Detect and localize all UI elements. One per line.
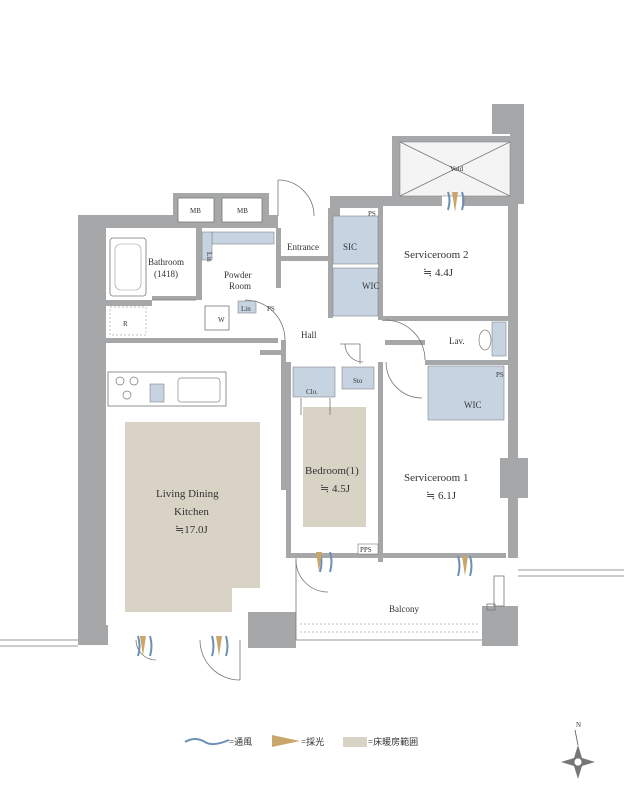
label-serviceroom-2-size: ≒ 4.4J: [423, 267, 454, 279]
doors[interactable]: [135, 179, 426, 681]
label-wic-1: WIC: [362, 281, 380, 291]
label-wic-2: WIC: [464, 400, 482, 410]
label-r: R: [123, 320, 128, 328]
label-pps: PPS: [360, 546, 372, 554]
label-ldk-1: Living Dining: [156, 488, 219, 500]
kitchen-appliance: [149, 383, 165, 403]
legend-daylight-icon: [272, 735, 300, 747]
bedroom-floor-heating-area: [303, 407, 366, 527]
label-bathroom: Bathroom: [148, 257, 184, 267]
label-powder-room-2: Room: [229, 281, 251, 291]
pps-box: [357, 543, 379, 555]
linen-shelf-2: [237, 300, 257, 314]
label-lin-1: Lin: [205, 252, 213, 262]
lavatory-fixture: [478, 321, 507, 357]
mb-box-2: [221, 197, 263, 223]
mb-box-1: [177, 197, 215, 223]
refrigerator-space: [109, 306, 147, 336]
ventilation-daylight-markers: [137, 191, 473, 657]
closet-clo[interactable]: [292, 366, 336, 398]
label-mb-2: MB: [237, 207, 248, 215]
label-balcony: Balcony: [389, 604, 419, 614]
label-serviceroom-2: Serviceroom 2: [404, 249, 468, 261]
label-lav: Lav.: [449, 336, 465, 346]
label-bathroom-size: (1418): [154, 269, 178, 279]
legend-daylight-label: =採光: [301, 736, 324, 747]
legend: =通風 =採光 =床暖房範囲: [184, 735, 418, 747]
label-ldk-size: ≒17.0J: [175, 524, 208, 536]
legend-ventilation-label: =通風: [229, 737, 252, 747]
label-clo: Clo.: [306, 388, 318, 396]
compass-rose: N: [561, 721, 595, 779]
label-mb-1: MB: [190, 207, 201, 215]
label-bedroom-1: Bedroom(1): [305, 465, 359, 477]
kitchen-sink: [177, 377, 221, 403]
label-serviceroom-1-size: ≒ 6.1J: [426, 490, 457, 502]
label-ps-2: PS: [267, 305, 275, 313]
label-ps-1: PS: [368, 210, 376, 218]
label-bedroom-1-size: ≒ 4.5J: [320, 483, 351, 495]
label-sic: SIC: [343, 242, 357, 252]
storage-sto[interactable]: [341, 366, 375, 390]
ldk-floor-heating-area: [125, 422, 260, 612]
label-entrance: Entrance: [287, 242, 319, 252]
wic-storage-1[interactable]: [332, 267, 379, 317]
label-lin-2: Lin: [241, 305, 251, 313]
label-ldk-2: Kitchen: [174, 506, 209, 518]
label-ps-3: PS: [496, 371, 504, 379]
washer-space: [204, 305, 230, 331]
powder-counter[interactable]: [211, 231, 275, 245]
legend-floor-heating-swatch: [343, 737, 367, 747]
label-powder-room-1: Powder: [224, 270, 252, 280]
bathtub: [109, 237, 147, 297]
label-void: Void: [450, 165, 464, 173]
label-hall: Hall: [301, 330, 317, 340]
cooktop: [115, 376, 139, 400]
interior-walls: [106, 200, 508, 562]
label-w: W: [218, 316, 225, 324]
balcony-area: [0, 558, 624, 647]
legend-ventilation-icon: [184, 738, 230, 746]
legend-floor-heating-label: =床暖房範囲: [368, 736, 418, 747]
label-serviceroom-1: Serviceroom 1: [404, 472, 468, 484]
compass-north-label: N: [576, 721, 581, 729]
label-sto: Sto: [353, 377, 363, 385]
wic-storage-2[interactable]: [427, 365, 505, 421]
sic-storage[interactable]: [332, 215, 379, 265]
linen-shelf-1: [201, 231, 213, 261]
